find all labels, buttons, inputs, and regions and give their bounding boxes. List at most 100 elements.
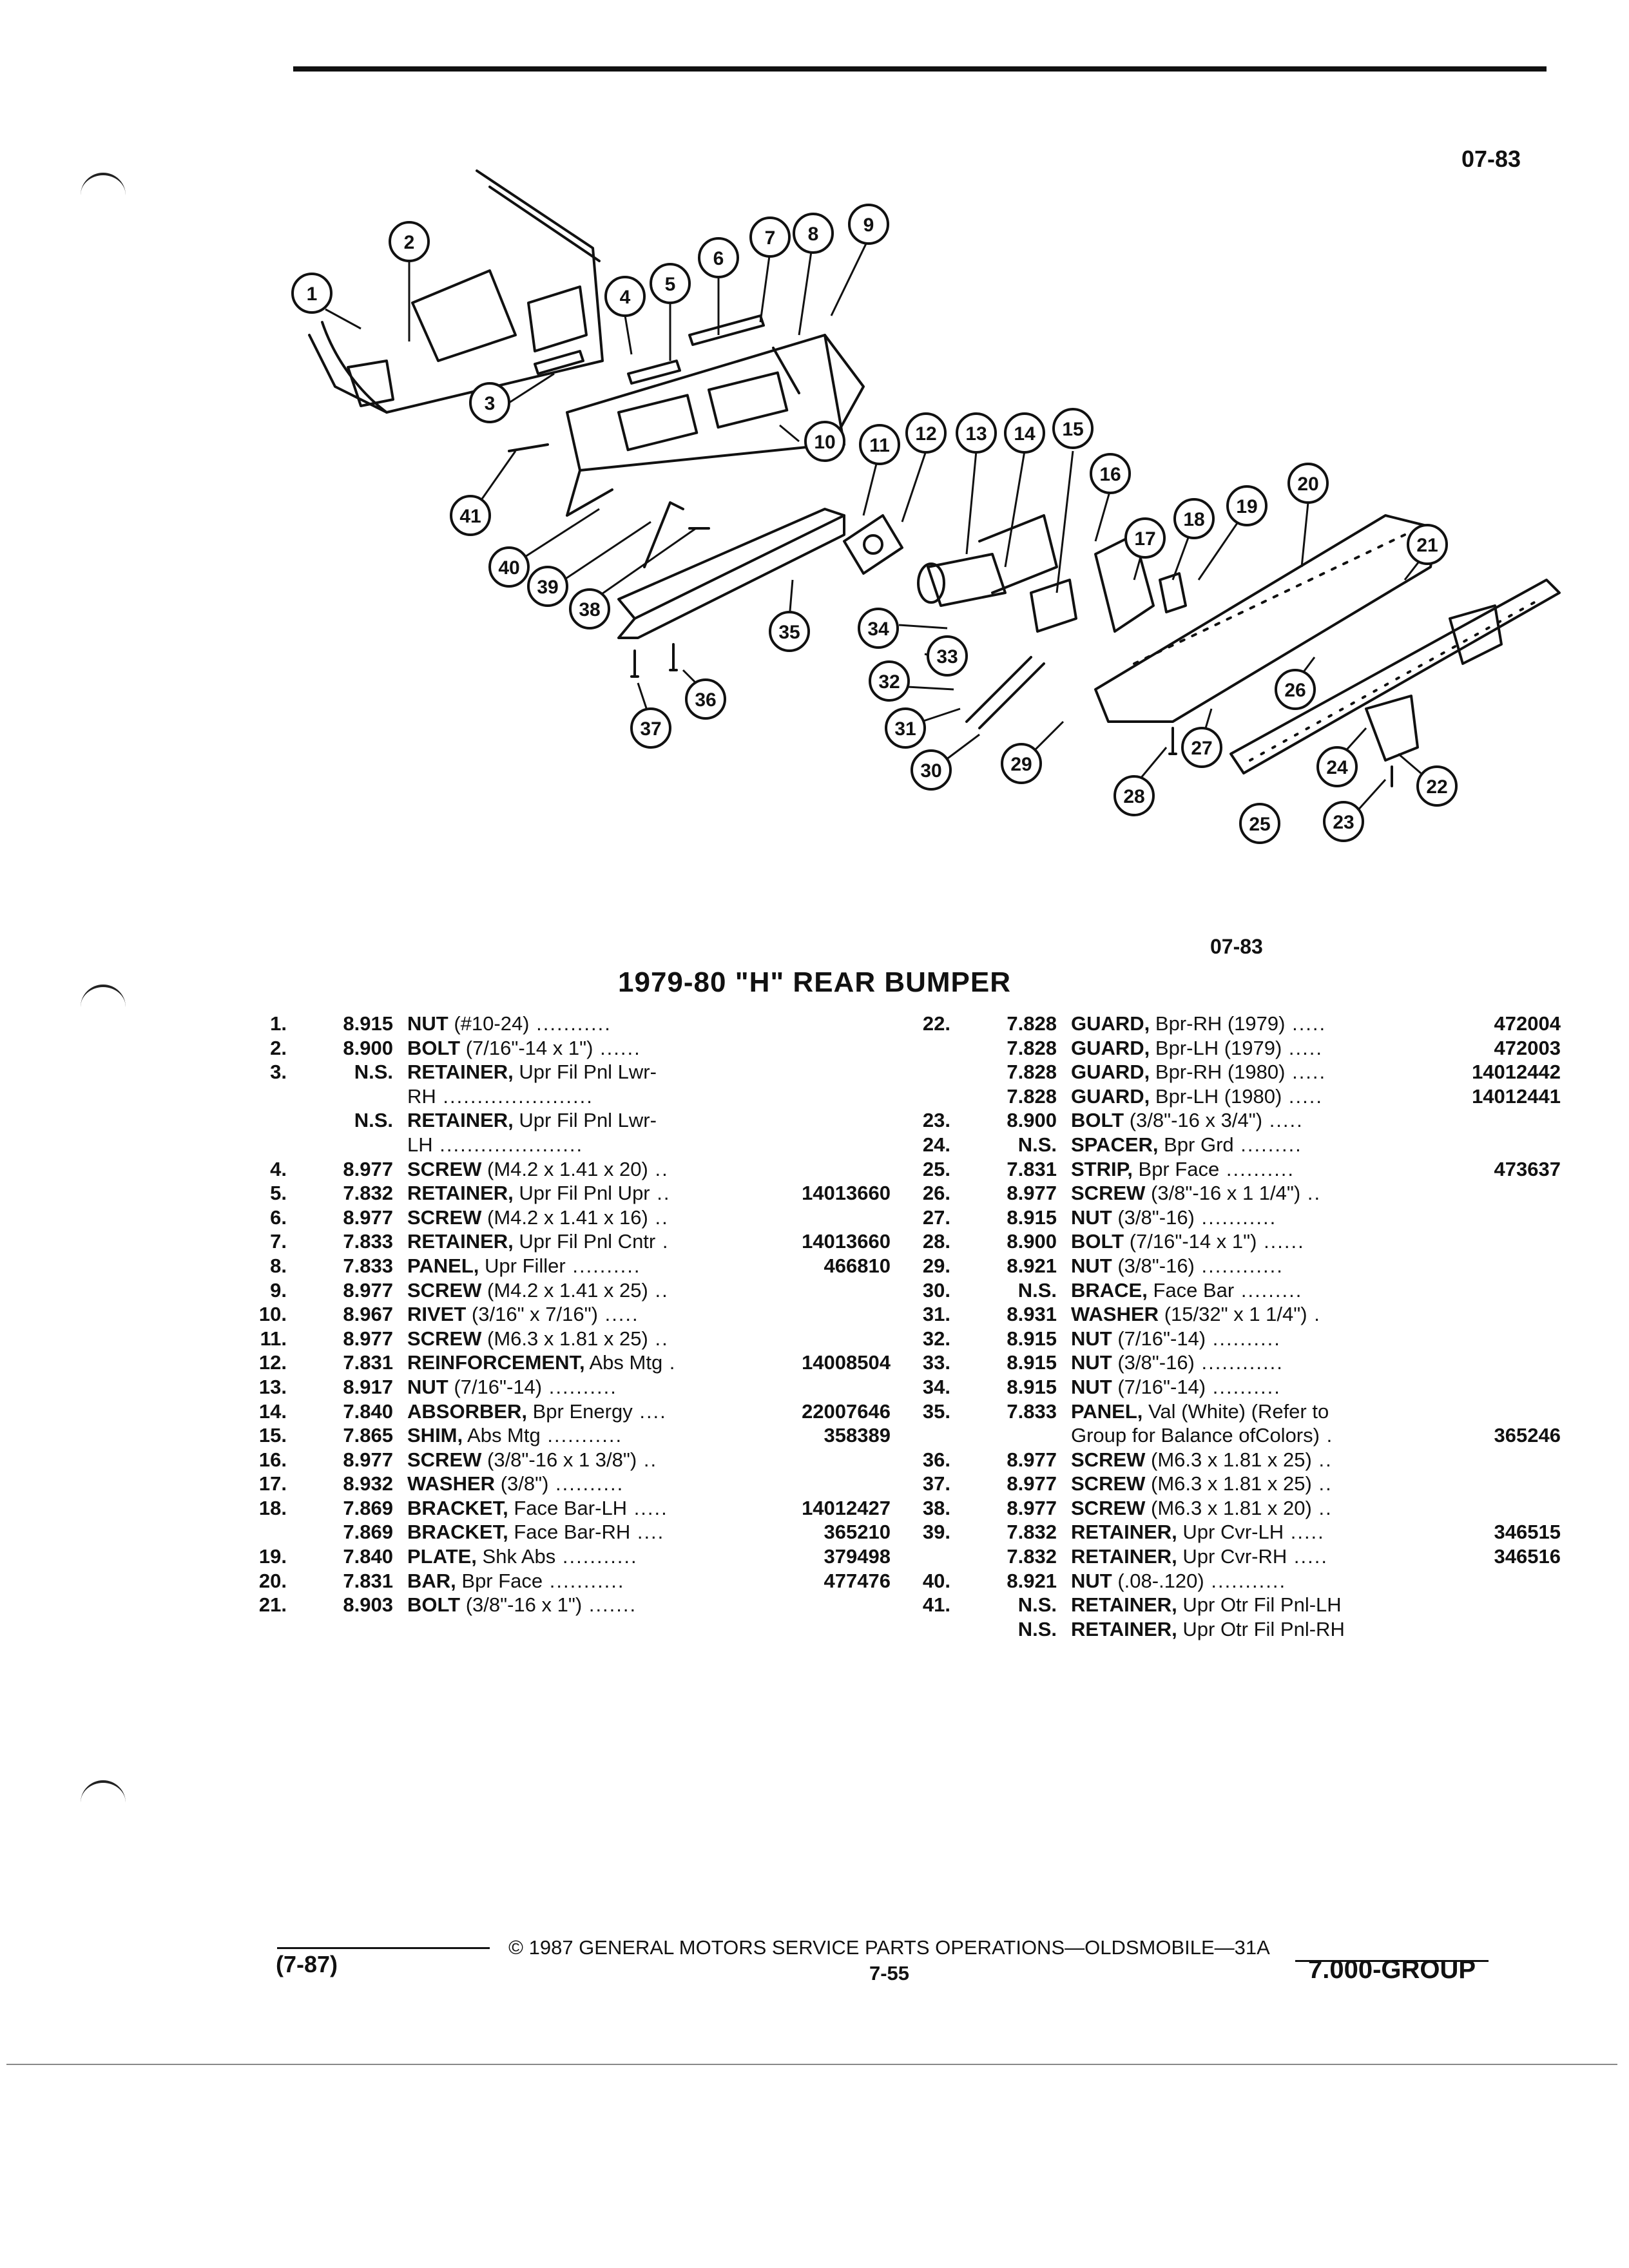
- description: RETAINER, Upr Fil Pnl Upr ..: [407, 1181, 755, 1206]
- leader-dots: ..........: [1206, 1327, 1281, 1350]
- callout-label: 26: [1284, 680, 1306, 701]
- item-number: [226, 1133, 300, 1157]
- callout-32: [869, 660, 910, 702]
- part-detail: (M4.2 x 1.41 x 25): [481, 1278, 648, 1302]
- group-number: 7.833: [1007, 1399, 1057, 1423]
- leader-dots: ..: [1311, 1472, 1333, 1495]
- description: RETAINER, Upr Fil Pnl Lwr-: [407, 1060, 755, 1084]
- part-detail: (7/16"-14 x 1"): [1124, 1230, 1257, 1253]
- callout-15: [1052, 408, 1094, 449]
- group-number: 7.865: [343, 1424, 393, 1447]
- part-name: SCREW: [1071, 1182, 1146, 1205]
- leader-dots: ..........: [542, 1375, 617, 1398]
- part-name: NUT: [1071, 1569, 1112, 1592]
- part-number: 365210: [824, 1521, 891, 1544]
- callout-11: [859, 424, 900, 465]
- callout-label: 7: [765, 227, 776, 249]
- part-number: [755, 1206, 891, 1230]
- part-number: 22007646: [802, 1399, 891, 1423]
- item-number: 3.: [270, 1061, 287, 1084]
- leader-dots: .....: [1282, 1084, 1323, 1108]
- part-detail: (M6.3 x 1.81 x 25): [481, 1327, 648, 1350]
- part-number: [1432, 1327, 1561, 1351]
- description: SCREW (M6.3 x 1.81 x 20) ..: [1071, 1496, 1432, 1521]
- part-name: SCREW: [407, 1206, 482, 1229]
- part-name: WASHER: [407, 1472, 496, 1495]
- description: RIVET (3/16" x 7/16") .....: [407, 1302, 755, 1327]
- description: STRIP, Bpr Face ..........: [1071, 1157, 1432, 1182]
- part-detail: Upr Filler: [479, 1254, 566, 1277]
- item-number: 21.: [258, 1593, 287, 1617]
- part-name: SCREW: [1071, 1472, 1146, 1495]
- leader-dots: ..........: [1206, 1375, 1281, 1398]
- part-number: [1432, 1617, 1561, 1642]
- part-name: SCREW: [407, 1327, 482, 1350]
- leader-dots: .: [1319, 1424, 1334, 1447]
- description: SPACER, Bpr Grd .........: [1071, 1133, 1432, 1157]
- part-number: 14012442: [1472, 1061, 1561, 1084]
- parts-row: N.S.RETAINER, Upr Otr Fil Pnl-RH: [889, 1617, 1561, 1642]
- footer-copyright: © 1987 GENERAL MOTORS SERVICE PARTS OPER…: [508, 1936, 1270, 1959]
- description: PANEL, Upr Filler ..........: [407, 1254, 755, 1278]
- callout-label: 39: [537, 577, 558, 598]
- callout-26: [1275, 669, 1316, 710]
- group-number: N.S.: [1017, 1593, 1057, 1617]
- leader-dots: .....: [1287, 1545, 1328, 1568]
- part-detail: (3/8"-16 x 1 1/4"): [1145, 1182, 1301, 1205]
- leader-dots: .....: [1285, 1012, 1327, 1035]
- item-number: 28.: [922, 1230, 950, 1253]
- callout-23: [1323, 801, 1364, 842]
- description: SCREW (M4.2 x 1.41 x 20) ..: [407, 1157, 755, 1182]
- part-name: SCREW: [407, 1157, 482, 1180]
- leader-dots: .: [662, 1351, 677, 1374]
- item-number: [889, 1617, 963, 1642]
- part-name: PANEL,: [407, 1254, 479, 1277]
- callout-30: [911, 749, 952, 791]
- part-number: [755, 1593, 891, 1617]
- callout-label: 9: [863, 215, 874, 236]
- leader-dots: ..: [637, 1448, 658, 1471]
- description: BOLT (7/16"-14 x 1") ......: [407, 1036, 755, 1061]
- part-number: [1432, 1181, 1561, 1206]
- part-number: [755, 1157, 891, 1182]
- description: BOLT (3/8"-16 x 3/4") .....: [1071, 1108, 1432, 1133]
- callout-36: [685, 678, 726, 720]
- description: GUARD, Bpr-LH (1979) .....: [1071, 1036, 1432, 1061]
- item-number: 23.: [922, 1109, 950, 1132]
- leader-dots: .: [655, 1230, 670, 1253]
- part-number: [1432, 1569, 1561, 1593]
- item-number: [889, 1036, 963, 1061]
- part-name: BAR,: [407, 1569, 456, 1592]
- callout-label: 22: [1426, 776, 1447, 798]
- part-detail: Bpr Energy: [527, 1399, 633, 1423]
- part-detail: Bpr Grd: [1158, 1133, 1234, 1156]
- description: SCREW (M6.3 x 1.81 x 25) ..: [1071, 1448, 1432, 1472]
- leader-dots: .....: [1282, 1036, 1323, 1059]
- item-number: [226, 1084, 300, 1109]
- callout-label: 40: [498, 557, 519, 579]
- part-number: 346516: [1494, 1545, 1561, 1568]
- description: SCREW (3/8"-16 x 1 1/4") ..: [1071, 1181, 1432, 1206]
- part-name: RETAINER,: [1071, 1545, 1177, 1568]
- part-detail: (M6.3 x 1.81 x 20): [1145, 1496, 1312, 1519]
- parts-row: 41.N.S.RETAINER, Upr Otr Fil Pnl-LH: [889, 1593, 1561, 1617]
- part-detail: Upr Cvr-LH: [1177, 1521, 1284, 1544]
- part-name: BOLT: [407, 1593, 461, 1617]
- callout-label: 31: [894, 718, 916, 740]
- parts-row: 3.N.S.RETAINER, Upr Fil Pnl Lwr-: [226, 1060, 891, 1084]
- group-number: 8.900: [1007, 1109, 1057, 1132]
- description: BOLT (3/8"-16 x 1") .......: [407, 1593, 755, 1617]
- callout-label: 2: [404, 232, 415, 253]
- punch-mark: [81, 985, 126, 1013]
- callout-40: [488, 546, 530, 588]
